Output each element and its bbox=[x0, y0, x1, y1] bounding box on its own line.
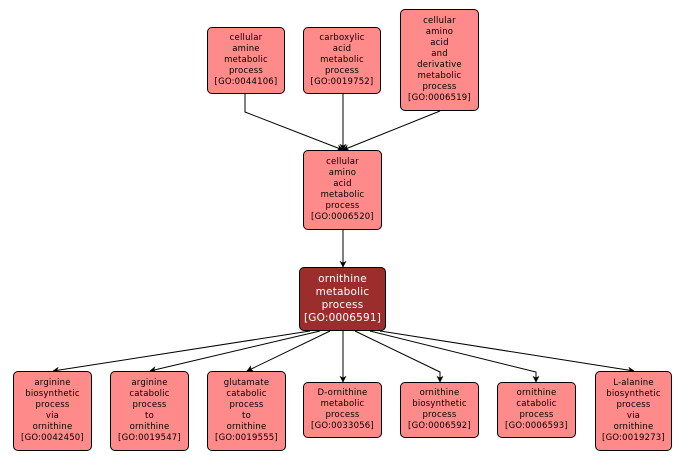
go-id-label: [GO:0019273] bbox=[602, 433, 665, 443]
term-label-line: process bbox=[616, 400, 651, 410]
term-label-line: and bbox=[431, 49, 448, 59]
term-label-line: metabolic bbox=[315, 286, 370, 298]
term-label-line: amine bbox=[232, 44, 260, 54]
edge-GO0006591-to-GO0042450 bbox=[52, 330, 311, 374]
term-label-line: acid bbox=[430, 38, 449, 48]
term-label-line: process bbox=[132, 400, 167, 410]
term-label-line: via bbox=[45, 411, 60, 421]
go-id-label: [GO:0006593] bbox=[505, 421, 568, 431]
term-label-line: ornithine bbox=[226, 422, 267, 432]
term-label-line: process bbox=[519, 410, 554, 420]
term-label-line: metabolic bbox=[320, 399, 365, 409]
go-id-label: [GO:0006592] bbox=[408, 421, 471, 431]
term-label-line: process bbox=[325, 201, 360, 211]
go-id-label: [GO:0033056] bbox=[311, 421, 374, 431]
term-label-line: process bbox=[324, 66, 360, 76]
term-label-line: carboxylic bbox=[319, 33, 365, 43]
edge-GO0006591-to-GO0019273 bbox=[379, 330, 635, 374]
term-label-line: ornithine bbox=[419, 388, 460, 398]
term-label-line: arginine bbox=[131, 378, 168, 388]
term-label-line: catabolic bbox=[226, 389, 267, 399]
term-label-line: biosynthetic bbox=[412, 399, 467, 409]
term-label-line: process bbox=[321, 299, 364, 311]
term-label-line: process bbox=[422, 410, 457, 420]
term-label-line: ornithine bbox=[516, 388, 557, 398]
term-label-line: derivative bbox=[417, 60, 462, 70]
term-label-line: glutamate bbox=[223, 378, 270, 388]
term-label-line: ornithine bbox=[129, 422, 170, 432]
term-label-line: to bbox=[242, 411, 251, 421]
edge-GO0006591-to-GO0019547 bbox=[149, 330, 321, 373]
term-label-line: catabolic bbox=[516, 399, 557, 409]
go-id-label: [GO:0044106] bbox=[214, 77, 278, 87]
term-label-line: cellular bbox=[423, 16, 456, 26]
edge-GO0044106-to-GO0006520 bbox=[244, 94, 344, 151]
go-id-label: [GO:0019752] bbox=[310, 77, 374, 87]
term-label-line: ornithine bbox=[32, 422, 73, 432]
term-label-line: acid bbox=[332, 44, 352, 54]
term-label-line: process bbox=[422, 82, 457, 92]
term-label-line: biosynthetic bbox=[606, 389, 661, 399]
term-label-line: metabolic bbox=[224, 55, 268, 65]
term-label-line: biosynthetic bbox=[25, 389, 80, 399]
term-label-line: process bbox=[35, 400, 70, 410]
term-label-line: cellular bbox=[326, 157, 359, 167]
term-label-line: metabolic bbox=[417, 71, 462, 81]
edge-GO0006591-to-GO0019555 bbox=[246, 330, 331, 372]
term-label-line: cellular bbox=[229, 33, 263, 43]
term-label-line: metabolic bbox=[320, 55, 364, 65]
term-label-line: via bbox=[626, 411, 641, 421]
go-id-label: [GO:0019547] bbox=[118, 433, 181, 443]
go-id-label: [GO:0006591] bbox=[303, 312, 382, 324]
edge-GO0006591-to-GO0006593 bbox=[369, 330, 540, 383]
term-label-line: metabolic bbox=[320, 190, 365, 200]
go-id-label: [GO:0006520] bbox=[311, 212, 374, 222]
edge-GO0006519-to-GO0006520 bbox=[342, 110, 441, 151]
go-id-label: [GO:0042450] bbox=[21, 433, 84, 443]
edge-GO0006591-to-GO0006592 bbox=[354, 330, 444, 383]
term-label-line: process bbox=[325, 410, 360, 420]
term-label-line: arginine bbox=[34, 378, 71, 388]
go-id-label: [GO:0006519] bbox=[408, 93, 471, 103]
term-label-line: amino bbox=[328, 168, 357, 178]
term-label-line: ornithine bbox=[613, 422, 654, 432]
term-label-line: process bbox=[229, 400, 264, 410]
term-label-line: catabolic bbox=[129, 389, 170, 399]
term-label-line: ornithine bbox=[318, 273, 367, 285]
term-label-line: D-ornithine bbox=[317, 388, 368, 398]
term-label-line: acid bbox=[333, 179, 352, 189]
term-label-line: to bbox=[145, 411, 154, 421]
go-id-label: [GO:0019555] bbox=[215, 433, 278, 443]
term-label-line: amino bbox=[425, 27, 454, 37]
term-label-line: L-alanine bbox=[613, 378, 654, 388]
term-label-line: process bbox=[228, 66, 264, 76]
